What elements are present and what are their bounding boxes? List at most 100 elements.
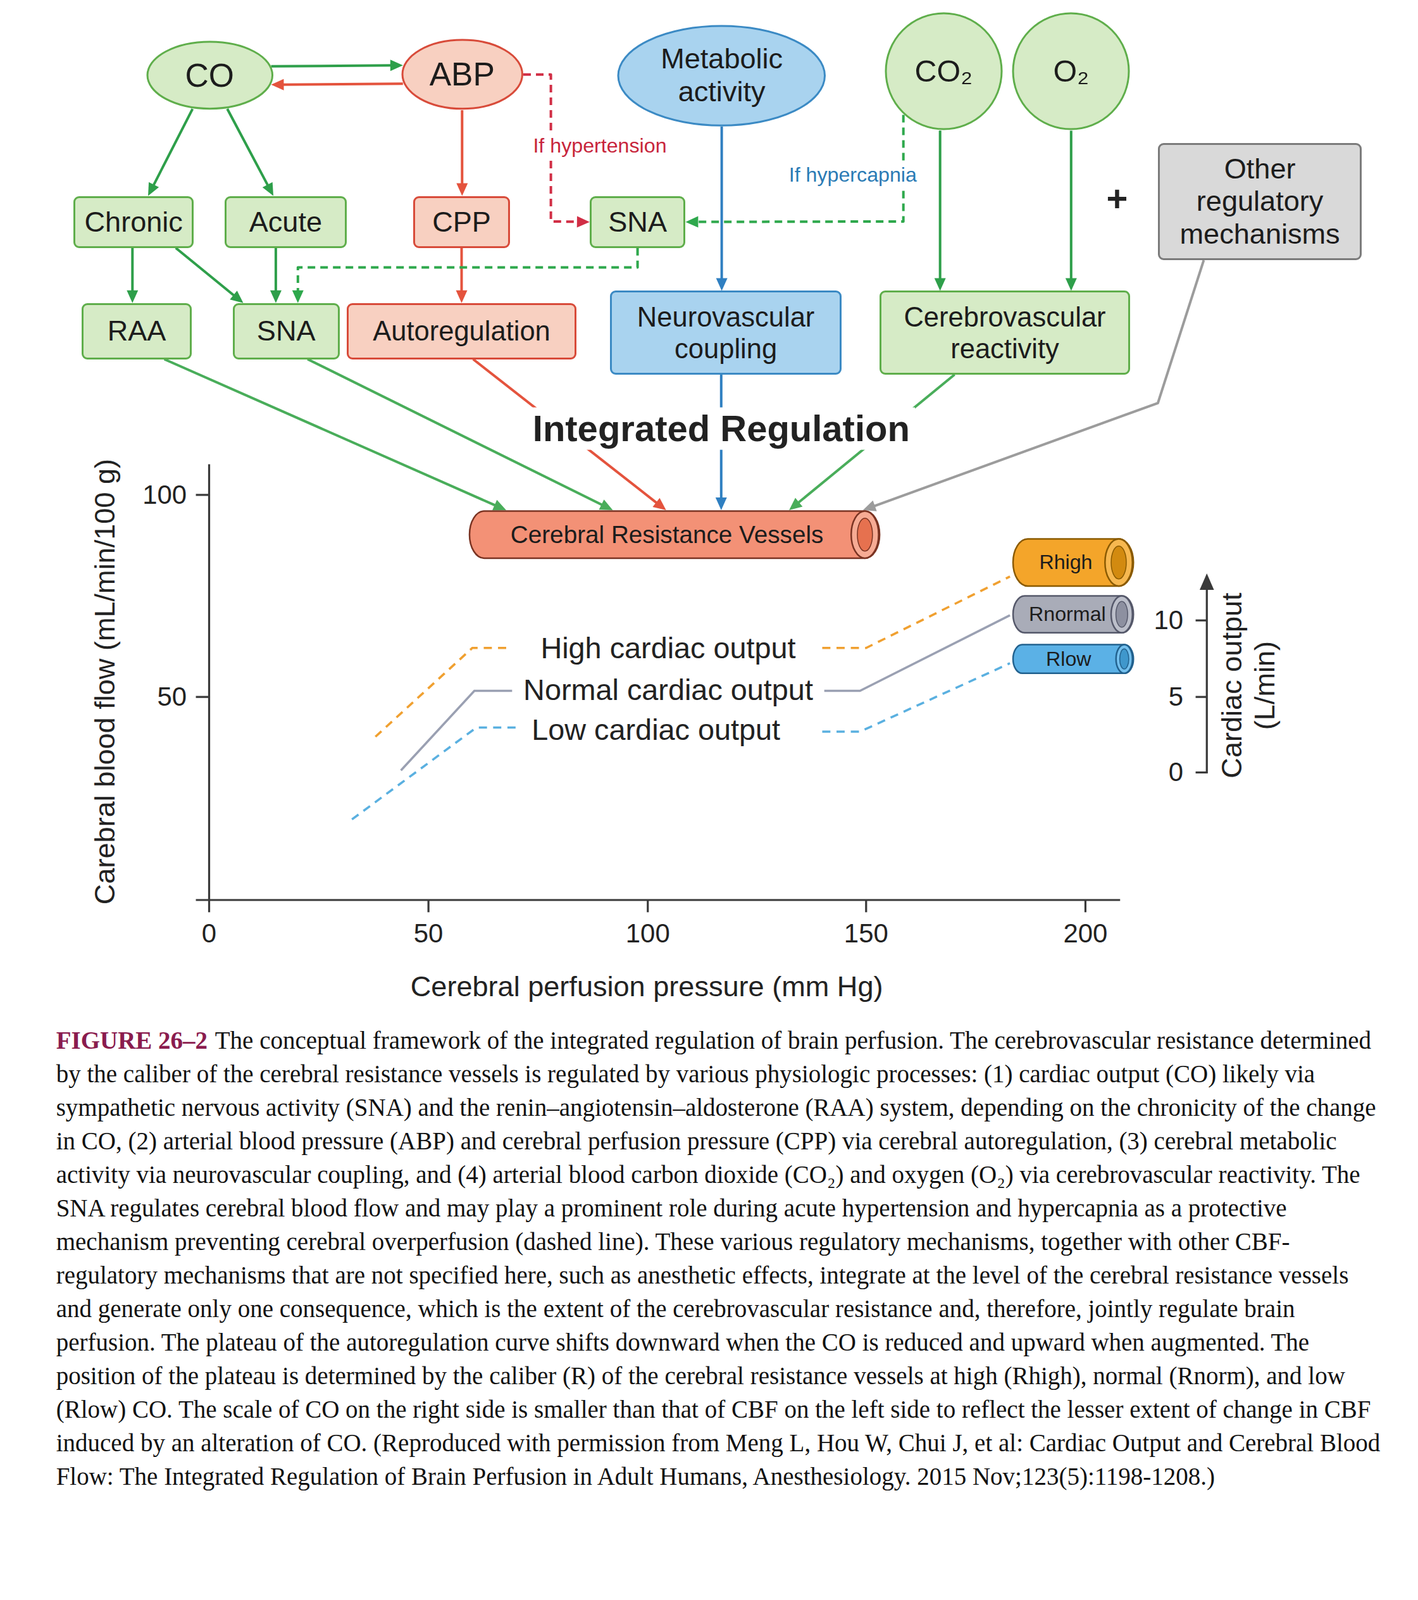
vessel-cylinder: Cerebral Resistance Vessels [469, 509, 880, 559]
tick-label: 150 [844, 918, 889, 949]
mechanism-box: Neurovascular coupling [609, 290, 842, 374]
y-tick [196, 696, 210, 698]
tick-label: 5 [1168, 681, 1184, 712]
process-box: CPP [413, 196, 510, 249]
x-tick [427, 899, 430, 912]
cylinder-body [1013, 595, 1134, 633]
axis-title: Carebral blood flow (mL/min/100 g) [88, 458, 122, 905]
tick-label: 10 [1154, 604, 1184, 636]
factor-circle: CO₂ [884, 12, 1003, 131]
node-text: SNA [239, 314, 333, 348]
node-text: RAA [88, 314, 185, 348]
curve-label: Normal cardiac output [518, 673, 819, 709]
axis-title: Cerebral perfusion pressure (mm Hg) [410, 970, 884, 1003]
mechanism-box: RAA [81, 303, 192, 360]
axis-arrowhead [1199, 573, 1215, 590]
connector-line [720, 126, 724, 281]
low-co-curve [821, 663, 1010, 732]
y-tick [196, 493, 210, 496]
right-tick [1195, 619, 1208, 622]
mechanism-box: Cerebrovascular reactivity [879, 290, 1131, 374]
connector [292, 248, 638, 304]
node-text: Rhigh [1019, 550, 1113, 574]
cylinder-opening [1116, 601, 1129, 628]
connector-line [130, 248, 134, 293]
connector [863, 260, 1205, 512]
tick-label: 100 [625, 918, 671, 949]
ellipse-outline [885, 13, 1002, 130]
cylinder-opening [857, 518, 873, 552]
process-box: Chronic [73, 196, 194, 249]
connector-line [460, 248, 464, 293]
process-box: SNA [589, 196, 686, 249]
high-co-curve [821, 576, 1010, 648]
node-text: CO [169, 56, 250, 95]
tick-label: 50 [413, 918, 444, 949]
connector-line [175, 248, 236, 297]
cylinder-body [1013, 538, 1134, 586]
axis-title: Cardiac output (L/min) [1216, 563, 1282, 809]
factor-ellipse: CO [146, 40, 274, 111]
connector-line [1069, 130, 1073, 281]
x-tick [646, 899, 649, 912]
right-tick [1195, 696, 1208, 698]
connector-line [298, 248, 638, 293]
mechanism-box: Other regulatory mechanisms [1157, 143, 1362, 261]
mechanism-box: SNA [232, 303, 340, 360]
connector-line [271, 65, 393, 67]
vessel-cylinder: Rlow [1013, 643, 1134, 674]
tick-label: 200 [1063, 918, 1108, 949]
connector-line [164, 359, 498, 507]
connector [227, 108, 274, 197]
connector-line [939, 130, 942, 281]
node-text: ABP [423, 55, 501, 94]
curve-label: High cardiac output [535, 631, 801, 666]
plus-sign: + [1106, 177, 1128, 221]
connector [934, 130, 946, 291]
cylinder-body [469, 511, 880, 559]
figure-number: FIGURE 26–2 [56, 1026, 208, 1054]
tick-label: 0 [201, 918, 217, 949]
curve-label: Low cardiac output [526, 713, 786, 748]
right-tick [1195, 771, 1208, 774]
connector-line [872, 260, 1205, 507]
cylinder-end [1111, 595, 1133, 633]
node-text: O₂ [1034, 53, 1108, 90]
edge-label: If hypertension [529, 133, 670, 159]
node-text: Cerebral Resistance Vessels [475, 520, 859, 550]
connector [126, 248, 138, 304]
caption-text: The conceptual framework of the integrat… [56, 1026, 1381, 1490]
low-co-curve [351, 727, 519, 820]
cylinder-end [1116, 644, 1133, 674]
right-axis [1206, 585, 1208, 774]
connector [270, 248, 282, 304]
connector [716, 126, 728, 292]
edge-label: If hypercapnia [785, 163, 921, 188]
mechanism-box: Autoregulation [346, 303, 577, 360]
cylinder-opening [1111, 545, 1127, 579]
cylinder-body [1013, 644, 1134, 674]
node-text: Neurovascular coupling [616, 301, 835, 365]
vessel-cylinder: Rnormal [1013, 594, 1134, 634]
figure-caption: FIGURE 26–2The conceptual framework of t… [56, 1023, 1383, 1493]
node-text: CO₂ [906, 53, 981, 90]
ellipse-outline [618, 25, 826, 126]
arrowhead [685, 216, 698, 228]
connector-line [460, 110, 464, 186]
normal-co-curve [401, 690, 513, 771]
x-tick [1084, 899, 1087, 912]
connector-line [152, 108, 193, 187]
cylinder-end [1104, 538, 1132, 586]
node-text: Metabolic activity [651, 42, 793, 109]
node-text: Chronic [80, 205, 187, 239]
ellipse-outline [147, 41, 273, 109]
ellipse-outline [1013, 13, 1129, 130]
connector [175, 248, 244, 304]
node-text: Acute [231, 205, 340, 239]
x-tick [208, 899, 211, 912]
cylinder-opening [1119, 649, 1129, 670]
tick-label: 50 [156, 681, 187, 712]
connector [270, 79, 403, 91]
ellipse-outline [402, 39, 523, 109]
